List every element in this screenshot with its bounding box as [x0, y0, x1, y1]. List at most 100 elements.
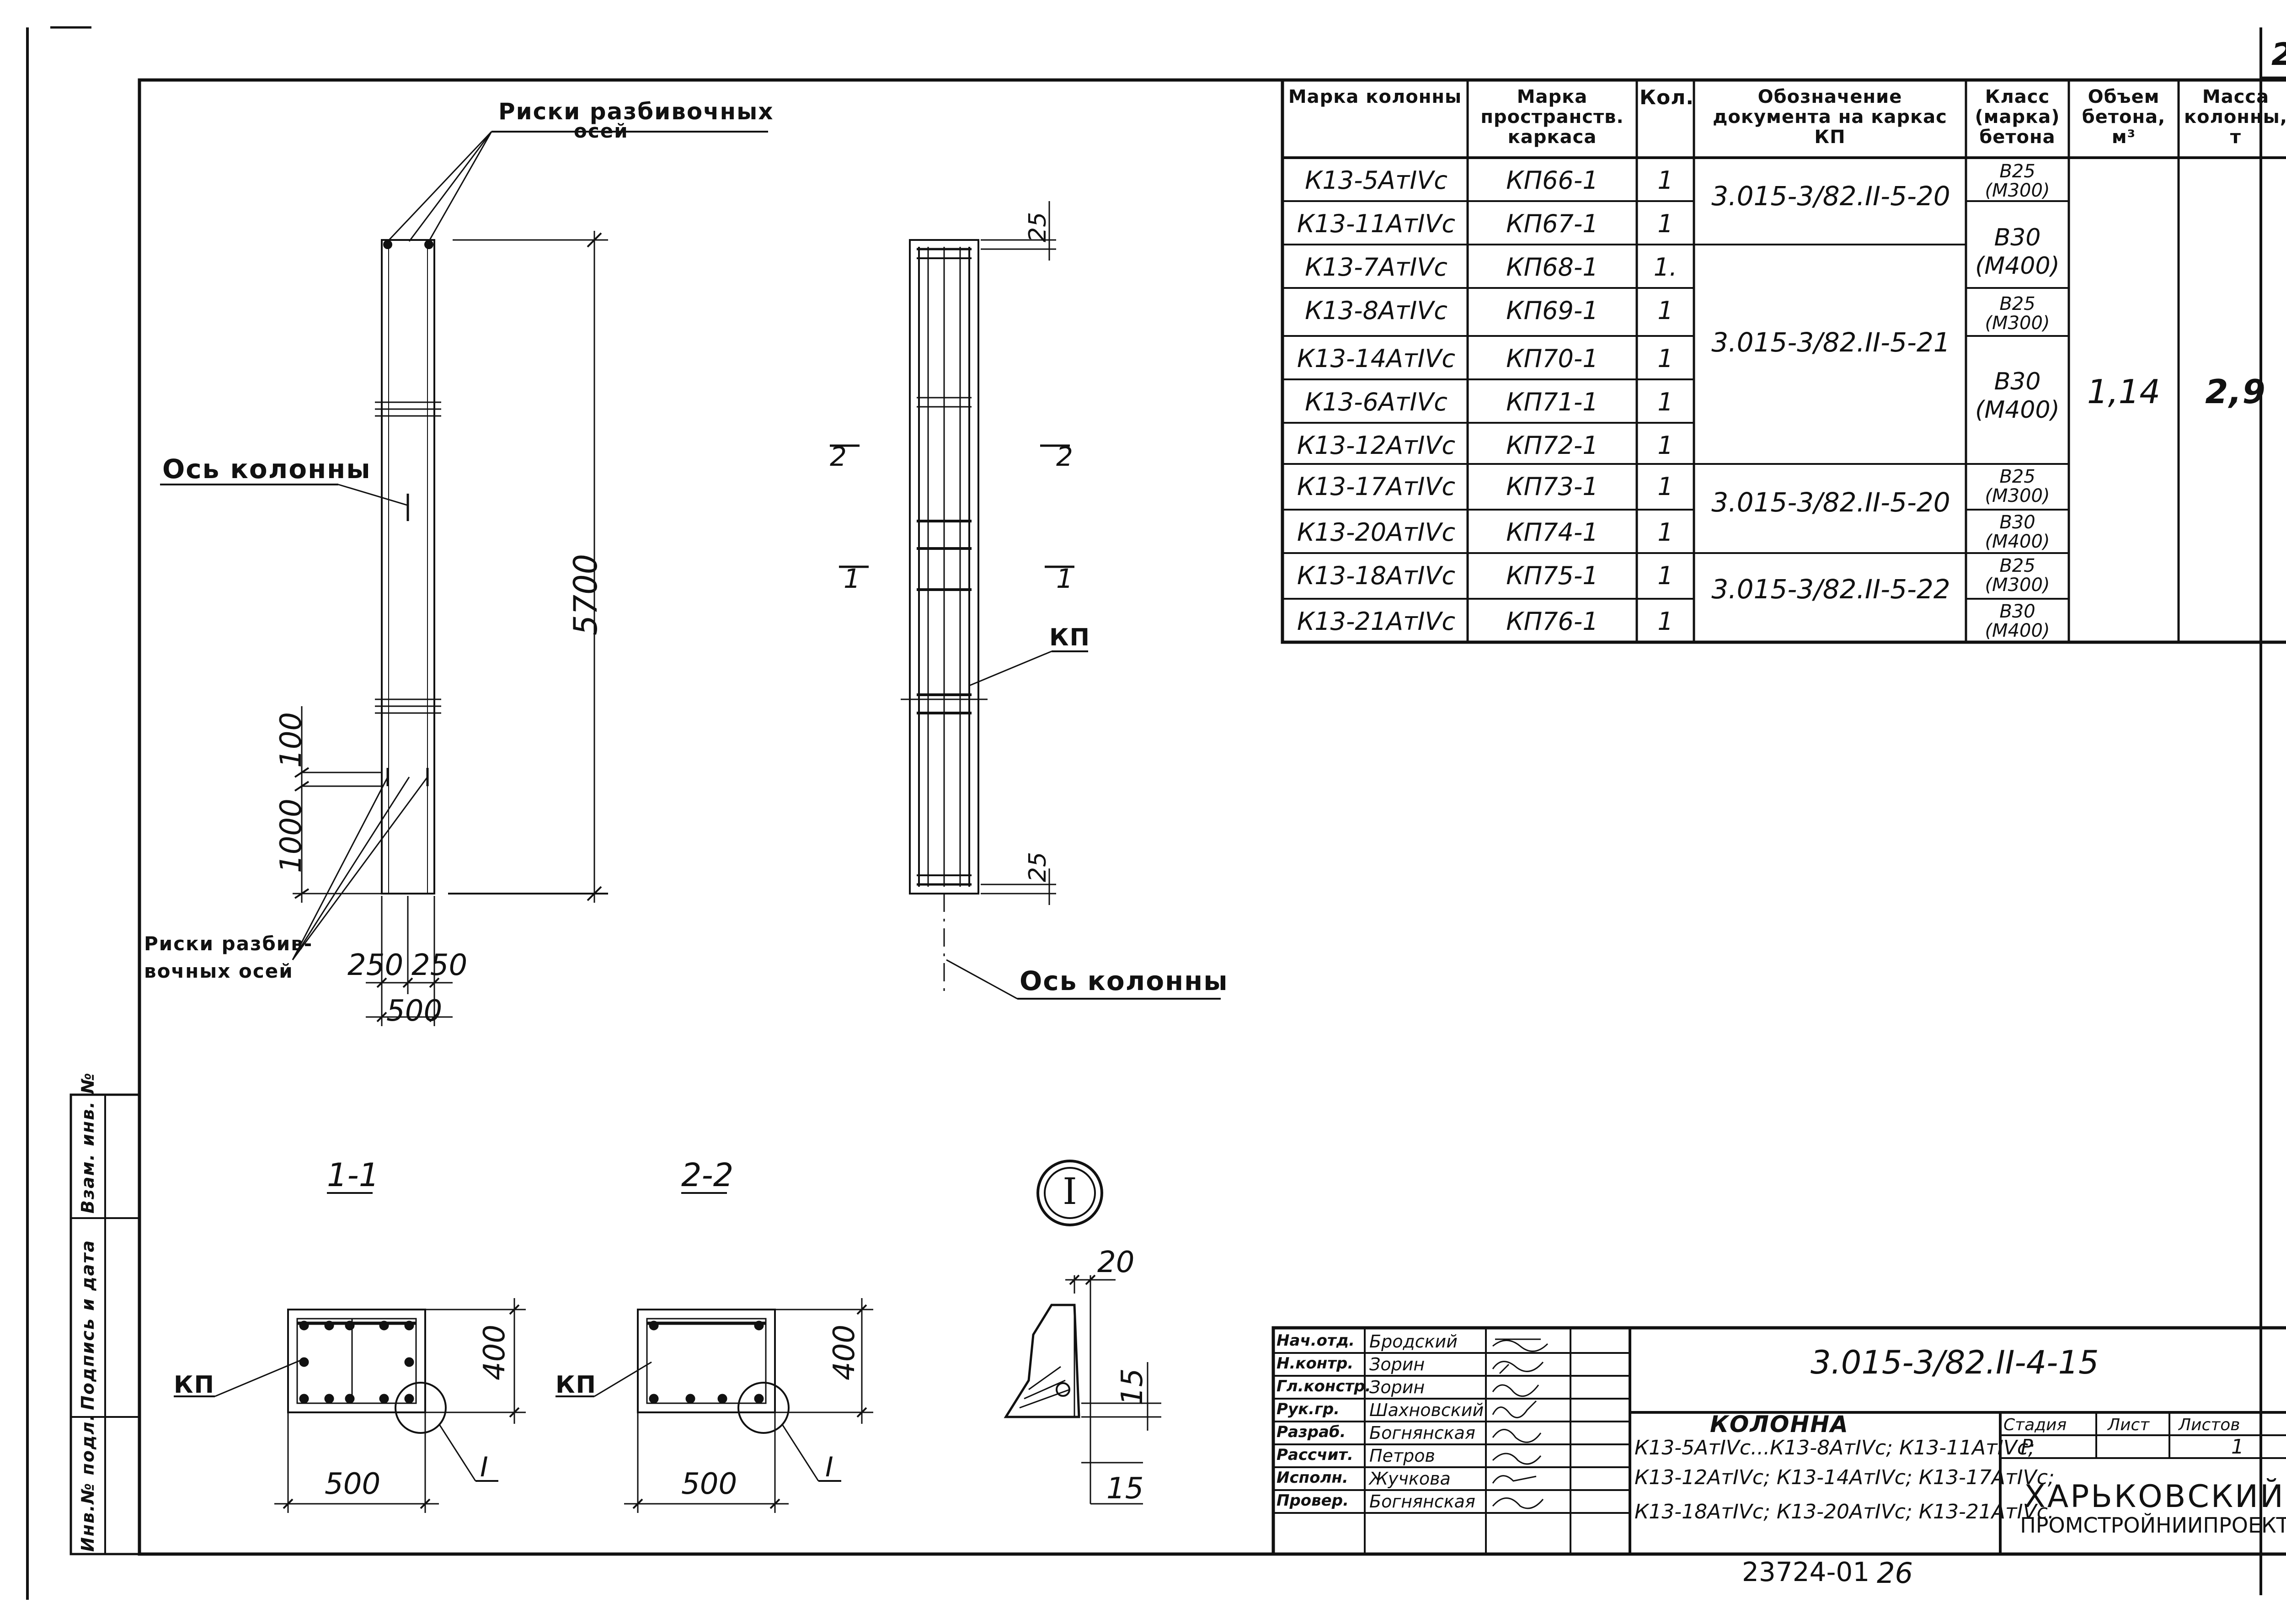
table-row-cage-4: КП69-1: [1506, 296, 1598, 325]
cut-mark-2-right: 2: [1056, 441, 1073, 472]
stamp-role-7: Исполн.: [1277, 1469, 1348, 1487]
stamp-role-8: Провер.: [1277, 1491, 1349, 1510]
table-row-cage-11: КП76-1: [1506, 607, 1598, 636]
node-dimension-15-upper: 15: [1116, 1368, 1149, 1406]
cut-mark-1-right: 1: [1056, 563, 1073, 594]
sheets-value: 1: [2231, 1435, 2244, 1459]
stamp-role-1: Нач.отд.: [1277, 1331, 1355, 1350]
replace-inventory-label: Взам. инв. №: [78, 1072, 98, 1214]
table-row-qty-8: 1: [1657, 472, 1673, 501]
table-header-6: Объем бетона, м³: [2082, 86, 2166, 148]
page-footer: 26: [1877, 1556, 1913, 1590]
table-concrete-class-6: В30: [1999, 512, 2035, 533]
stamp-name-1: Бродский: [1369, 1331, 1458, 1352]
table-row-cage-3: КП68-1: [1506, 253, 1598, 282]
document-code: 3.015-3/82.II-4-15: [1811, 1344, 2099, 1381]
table-concrete-grade-1: (М300): [1985, 180, 2050, 201]
stamp-description-2: К13-12АтIVс; К13-14АтIVс; К13-17АтIVс;: [1634, 1466, 2055, 1489]
section-1-1-width: 500: [325, 1467, 381, 1501]
table-row-qty-7: 1: [1657, 431, 1673, 460]
table-header-7: Масса колонны, т: [2184, 86, 2286, 148]
table-row-mark-10: К13-18АтIVс: [1297, 561, 1456, 590]
node-dimension-15-lower: 15: [1106, 1472, 1144, 1506]
table-row-qty-2: 1: [1657, 209, 1673, 238]
table-concrete-class-3: В25: [1999, 293, 2035, 314]
table-concrete-class-2: В30: [1994, 224, 2041, 251]
table-row-cage-2: КП67-1: [1506, 209, 1598, 238]
table-header-1: Марка колонны: [1288, 86, 1462, 107]
table-concrete-class-5: В25: [1999, 466, 2035, 487]
section-2-2-cage-label: КП: [555, 1371, 597, 1399]
column-axis-label: Ось колонны: [162, 453, 371, 485]
table-doc-1: 3.015-3/82.II-5-20: [1711, 181, 1950, 212]
table-concrete-grade-6: (М400): [1985, 531, 2050, 552]
signature-date-label: Подпись и дата: [78, 1239, 98, 1410]
table-doc-3: 3.015-3/82.II-5-20: [1711, 487, 1950, 518]
cage-label: КП: [1049, 624, 1091, 651]
inventory-original-label: Инв.№ подл.: [78, 1413, 98, 1552]
dimension-500: 500: [386, 994, 443, 1028]
table-row-cage-10: КП75-1: [1506, 561, 1598, 590]
table-row-cage-6: КП71-1: [1506, 388, 1598, 416]
table-row-mark-4: К13-8АтIVс: [1305, 296, 1447, 325]
inventory-footer: 23724-01: [1742, 1556, 1870, 1587]
column-axis-label-2: Ось колонны: [1020, 965, 1228, 996]
table-header-2: Марка пространств. каркаса: [1480, 86, 1624, 148]
table-row-mark-2: К13-11АтIVс: [1297, 209, 1456, 238]
dimension-1000: 1000: [274, 799, 308, 873]
table-concrete-grade-7: (М300): [1985, 575, 2050, 596]
table-header-5: Класс (марка) бетона: [1975, 86, 2060, 148]
table-row-mark-8: К13-17АтIVс: [1297, 472, 1456, 501]
table-row-mark-7: К13-12АтIVс: [1297, 431, 1456, 460]
table-concrete-grade-8: (М400): [1985, 620, 2050, 641]
cut-mark-1-left: 1: [844, 563, 860, 594]
sheets-label: Листов: [2179, 1416, 2240, 1434]
bottom-marks-label-2: вочных осей: [144, 960, 294, 982]
section-2-2-height: 400: [828, 1324, 861, 1380]
dimension-25-bottom: 25: [1024, 852, 1052, 882]
table-row-mark-5: К13-14АтIVс: [1297, 344, 1456, 373]
node-dimension-20: 20: [1097, 1246, 1135, 1279]
table-concrete-grade-2: (М400): [1975, 252, 2060, 280]
table-row-qty-10: 1: [1657, 561, 1673, 590]
table-row-qty-3: 1.: [1653, 253, 1677, 282]
stamp-name-5: Богнянская: [1369, 1423, 1475, 1443]
alignment-marks-label-2: осей: [574, 120, 629, 142]
section-1-1-cage-label: КП: [174, 1371, 215, 1399]
section-2-2-node-ref: I: [825, 1451, 833, 1483]
alignment-marks-label: Риски разбивочных: [498, 98, 774, 125]
table-concrete-class-1: В25: [1999, 161, 2035, 182]
stamp-name-7: Жучкова: [1369, 1469, 1451, 1489]
sheet-label: Лист: [2108, 1416, 2150, 1434]
dimension-25-top: 25: [1024, 212, 1052, 242]
table-row-qty-11: 1: [1657, 607, 1673, 636]
stamp-role-5: Разраб.: [1277, 1423, 1346, 1441]
stamp-name-6: Петров: [1369, 1446, 1435, 1466]
table-row-mark-11: К13-21АтIVс: [1297, 607, 1456, 636]
dimension-250-left: 250: [347, 948, 404, 982]
stage-value: Р: [2021, 1435, 2033, 1459]
sheet-number: 25: [2271, 37, 2286, 73]
stamp-role-6: Рассчит.: [1277, 1446, 1353, 1464]
table-row-cage-7: КП72-1: [1506, 431, 1598, 460]
table-concrete-class-4: В30: [1994, 368, 2041, 395]
table-doc-2: 3.015-3/82.II-5-21: [1711, 327, 1950, 358]
section-2-2-title: 2-2: [681, 1156, 734, 1194]
stamp-title: КОЛОННА: [1710, 1411, 1849, 1438]
table-concrete-class-7: В25: [1999, 555, 2035, 576]
table-row-qty-5: 1: [1657, 344, 1673, 373]
section-1-1-node-ref: I: [480, 1451, 488, 1483]
organization-name-1: ХАРЬКОВСКИЙ: [2024, 1479, 2285, 1515]
table-row-qty-9: 1: [1657, 518, 1673, 547]
table-row-qty-6: 1: [1657, 388, 1673, 416]
table-column-mass: 2,9: [2205, 373, 2266, 411]
node-I-title: I: [1063, 1170, 1077, 1213]
cut-mark-2-left: 2: [830, 441, 847, 472]
stamp-role-2: Н.контр.: [1277, 1354, 1354, 1373]
table-concrete-grade-4: (М400): [1975, 396, 2060, 424]
stamp-name-8: Богнянская: [1369, 1491, 1475, 1512]
table-doc-4: 3.015-3/82.II-5-22: [1711, 574, 1950, 605]
table-concrete-class-8: В30: [1999, 601, 2035, 622]
dimension-250-right: 250: [411, 948, 468, 982]
